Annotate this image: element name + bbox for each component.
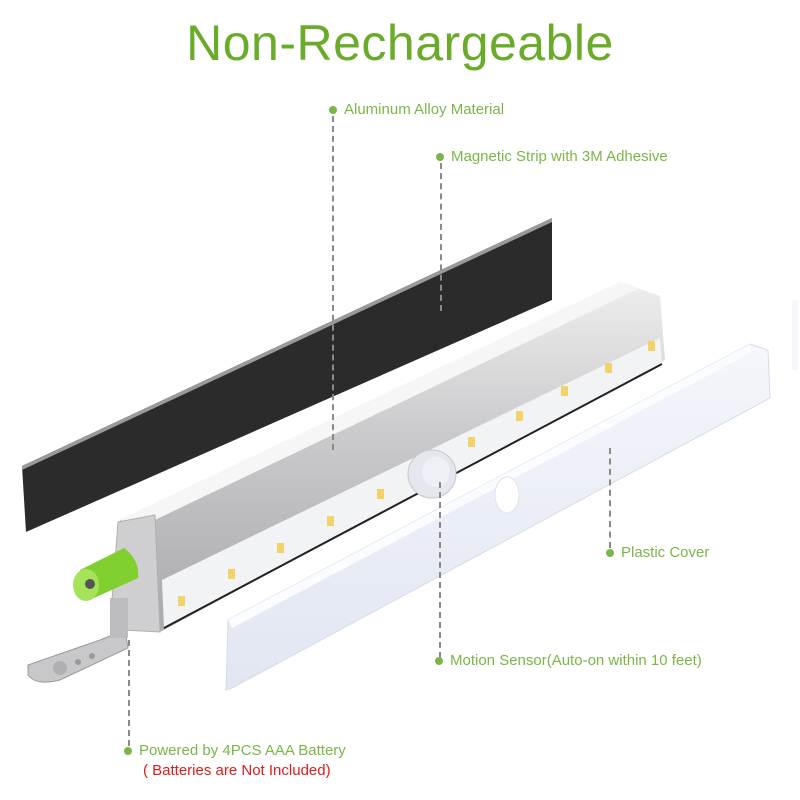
callout-aluminum: Aluminum Alloy Material xyxy=(329,101,504,118)
bullet-dot-icon xyxy=(436,152,444,161)
callout-label: Motion Sensor(Auto-on within 10 feet) xyxy=(450,652,702,669)
battery-cap xyxy=(73,548,139,601)
bullet-dot-icon xyxy=(329,105,337,114)
callout-battery: Powered by 4PCS AAA Battery xyxy=(124,742,346,759)
callout-cover: Plastic Cover xyxy=(606,544,709,561)
leader-line-cover xyxy=(609,448,611,548)
callout-note: ( Batteries are Not Included) xyxy=(143,762,331,779)
magnetic-strip xyxy=(22,218,552,532)
bullet-dot-icon xyxy=(606,548,614,557)
callout-magnetic: Magnetic Strip with 3M Adhesive xyxy=(436,148,668,165)
callout-label: Powered by 4PCS AAA Battery xyxy=(139,742,346,759)
page-title: Non-Rechargeable xyxy=(186,15,614,71)
motion-sensor xyxy=(407,449,457,499)
bullet-dot-icon xyxy=(124,746,132,755)
callout-label: Aluminum Alloy Material xyxy=(344,101,505,118)
callout-sensor: Motion Sensor(Auto-on within 10 feet) xyxy=(435,652,702,669)
plastic-cover xyxy=(225,343,771,691)
leader-line-sensor xyxy=(439,482,441,658)
led-array xyxy=(178,341,655,606)
callout-label: Plastic Cover xyxy=(621,544,710,561)
leader-line-battery xyxy=(128,640,130,746)
mounting-bracket xyxy=(27,598,129,683)
leader-line-aluminum xyxy=(332,116,334,450)
edge-fragment xyxy=(792,300,798,370)
battery-not-included-note: ( Batteries are Not Included) xyxy=(143,762,331,779)
bullet-dot-icon xyxy=(435,656,443,665)
callout-label: Magnetic Strip with 3M Adhesive xyxy=(451,148,668,165)
leader-line-magnetic xyxy=(440,163,442,311)
